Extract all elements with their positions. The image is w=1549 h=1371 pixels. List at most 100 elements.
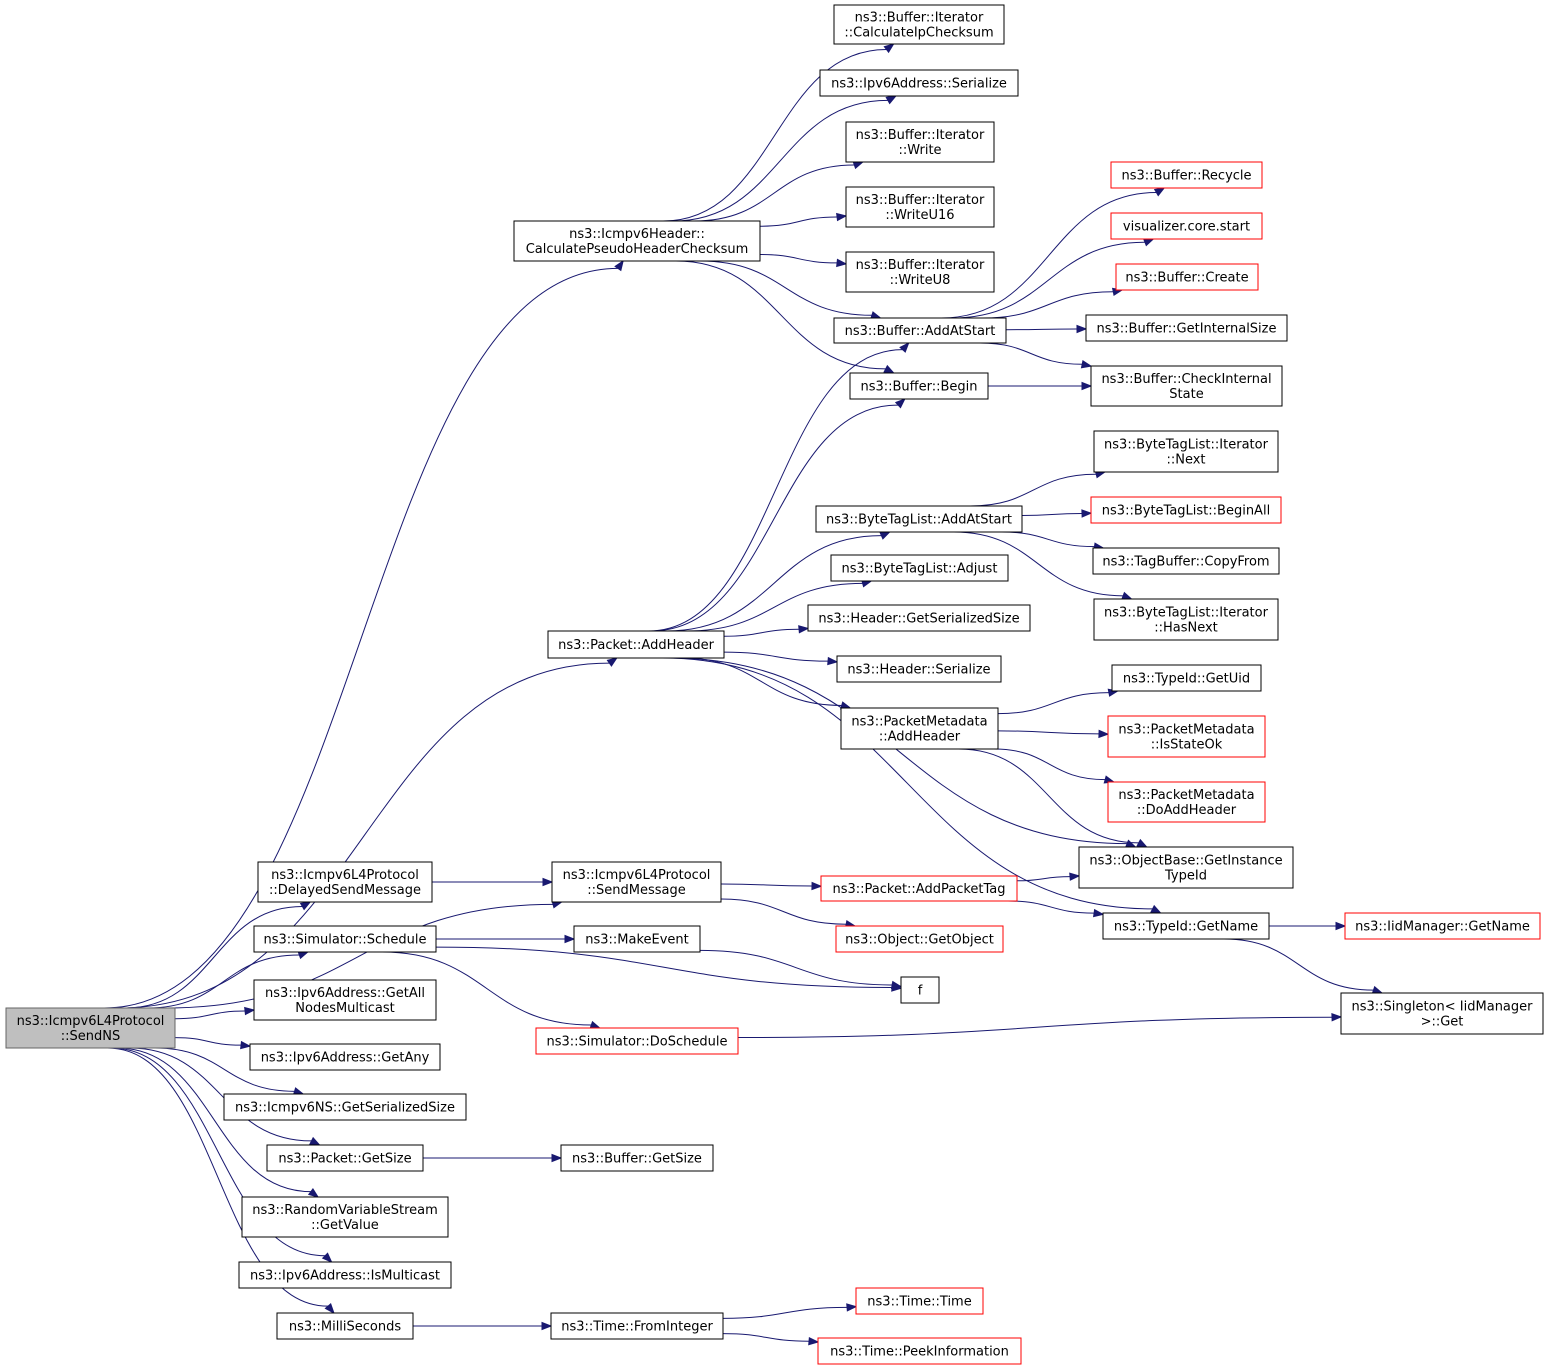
call-edge-bufaddat-to-bufcheck <box>980 342 1093 369</box>
node-label: ns3::Buffer::GetInternalSize <box>1097 322 1277 337</box>
node-box <box>573 925 701 953</box>
node-box <box>855 1287 984 1315</box>
edge-line <box>997 730 1100 735</box>
node-ismulti[interactable]: ns3::Ipv6Address::IsMulticast <box>238 1261 452 1289</box>
edge-line <box>107 1047 329 1307</box>
node-pmstateok[interactable]: ns3::PacketMetadata::IsStateOk <box>1107 715 1266 758</box>
node-peekinfo[interactable]: ns3::Time::PeekInformation <box>817 1337 1022 1365</box>
node-box <box>1344 912 1541 940</box>
node-makeevent[interactable]: ns3::MakeEvent <box>573 925 701 953</box>
call-edge-sendns-to-millis <box>107 1047 335 1315</box>
node-label: ns3::Buffer::Begin <box>860 380 977 395</box>
call-edge-addpkttag-to-typename <box>1007 900 1105 918</box>
edge-line <box>681 657 842 706</box>
node-bufbegin[interactable]: ns3::Buffer::Begin <box>849 372 989 400</box>
node-frominteger[interactable]: ns3::Time::FromInteger <box>550 1312 724 1340</box>
call-edge-addpkttag-to-objinst <box>1016 872 1081 882</box>
node-label: ns3::Packet::AddPacketTag <box>832 882 1005 897</box>
node-pktaddheader[interactable]: ns3::Packet::AddHeader <box>547 630 725 659</box>
edge-line <box>699 949 893 986</box>
node-box <box>1085 314 1288 342</box>
node-bufinternal[interactable]: ns3::Buffer::GetInternalSize <box>1085 314 1288 342</box>
node-pmdoadd[interactable]: ns3::PacketMetadata::DoAddHeader <box>1107 781 1266 823</box>
arrowhead-icon <box>1081 509 1093 518</box>
call-edge-btladdat-to-btlbeginall <box>1021 509 1093 518</box>
node-singleton[interactable]: ns3::Singleton< IidManager >::Get <box>1340 992 1544 1035</box>
node-pktsize[interactable]: ns3::Packet::GetSize <box>266 1144 424 1172</box>
edge-line <box>759 253 838 264</box>
node-label: ns3::Singleton< IidManager <box>1351 1000 1533 1015</box>
node-typename[interactable]: ns3::TypeId::GetName <box>1102 912 1270 940</box>
node-iterwu8[interactable]: ns3::Buffer::Iterator::WriteU8 <box>845 251 995 293</box>
arrowhead-icon <box>1125 839 1137 848</box>
edge-line <box>125 905 303 1009</box>
node-iterwrite[interactable]: ns3::Buffer::Iterator::Write <box>845 121 995 163</box>
node-iidname[interactable]: ns3::IidManager::GetName <box>1344 912 1541 940</box>
edge-line <box>737 1016 1333 1039</box>
node-bufsize[interactable]: ns3::Buffer::GetSize <box>560 1144 714 1172</box>
node-rvsvalue[interactable]: ns3::RandomVariableStream::GetValue <box>241 1196 449 1238</box>
node-bufcreate[interactable]: ns3::Buffer::Create <box>1115 263 1259 291</box>
call-edge-sendns-to-allnodes <box>174 1006 256 1020</box>
node-millis[interactable]: ns3::MilliSeconds <box>276 1312 414 1340</box>
arrowhead-icon <box>883 364 895 374</box>
node-getany[interactable]: ns3::Ipv6Address::GetAny <box>249 1043 441 1071</box>
node-hdrser[interactable]: ns3::Header::Serialize <box>836 655 1002 683</box>
node-label: ns3::Icmpv6L4Protocol <box>563 868 711 883</box>
node-vizstart[interactable]: visualizer.core.start <box>1110 212 1263 240</box>
node-label: CalculatePseudoHeaderChecksum <box>526 242 749 257</box>
call-edge-pmaddheader-to-typeuid <box>997 688 1120 715</box>
node-btlbeginall[interactable]: ns3::ByteTagList::BeginAll <box>1090 496 1282 524</box>
node-btlhasnext[interactable]: ns3::ByteTagList::Iterator::HasNext <box>1093 598 1279 641</box>
edge-line <box>997 692 1109 715</box>
node-typeuid[interactable]: ns3::TypeId::GetUid <box>1111 664 1262 692</box>
node-box <box>550 1312 724 1340</box>
node-box <box>276 1312 414 1340</box>
node-delayed[interactable]: ns3::Icmpv6L4Protocol::DelayedSendMessag… <box>257 861 433 903</box>
edge-line <box>951 241 1145 319</box>
node-addpkttag[interactable]: ns3::Packet::AddPacketTag <box>820 875 1018 902</box>
node-label: ns3::Icmpv6L4Protocol <box>271 868 419 883</box>
node-label: ns3::ByteTagList::Iterator <box>1104 438 1269 453</box>
function-nodes: ns3::Icmpv6L4Protocol::SendNSns3::Icmpv6… <box>5 4 1544 1365</box>
node-sendmsg[interactable]: ns3::Icmpv6L4Protocol::SendMessage <box>551 861 722 903</box>
node-btladjust[interactable]: ns3::ByteTagList::Adjust <box>830 554 1009 582</box>
edge-line <box>1021 513 1083 517</box>
edge-line <box>982 291 1114 319</box>
node-pmaddheader[interactable]: ns3::PacketMetadata::AddHeader <box>840 707 999 750</box>
node-bufaddat[interactable]: ns3::Buffer::AddAtStart <box>833 317 1007 344</box>
edge-line <box>147 954 300 1009</box>
node-getobject[interactable]: ns3::Object::GetObject <box>835 925 1004 953</box>
edge-line <box>722 1306 848 1319</box>
node-f[interactable]: f <box>900 976 940 1004</box>
node-sendns[interactable]: ns3::Icmpv6L4Protocol::SendNS <box>5 1007 176 1049</box>
arrowhead-icon <box>542 877 554 887</box>
node-cphc[interactable]: ns3::Icmpv6Header::CalculatePseudoHeader… <box>513 220 761 262</box>
node-calcip[interactable]: ns3::Buffer::Iterator::CalculateIpChecks… <box>833 4 1005 45</box>
node-box <box>845 251 995 293</box>
call-edge-frominteger-to-timetime <box>722 1303 858 1319</box>
node-timetime[interactable]: ns3::Time::Time <box>855 1287 984 1315</box>
node-bufrecycle[interactable]: ns3::Buffer::Recycle <box>1110 161 1263 189</box>
node-box <box>535 1027 739 1055</box>
node-label: ns3::Object::GetObject <box>845 933 994 948</box>
node-nssize[interactable]: ns3::Icmpv6NS::GetSerializedSize <box>223 1093 467 1121</box>
arrowhead-icon <box>899 341 910 353</box>
node-btliternext[interactable]: ns3::ByteTagList::Iterator::Next <box>1093 430 1279 473</box>
arrowhead-icon <box>798 625 810 634</box>
arrowhead-icon <box>879 531 891 540</box>
node-ipv6ser[interactable]: ns3::Ipv6Address::Serialize <box>819 69 1019 97</box>
node-iterwu16[interactable]: ns3::Buffer::Iterator::WriteU16 <box>845 186 995 228</box>
call-edges <box>104 43 1384 1346</box>
call-edge-sendns-to-getany <box>174 1037 252 1050</box>
node-label: ns3::ByteTagList::Iterator <box>1104 606 1269 621</box>
node-btladdat[interactable]: ns3::ByteTagList::AddAtStart <box>815 505 1023 533</box>
node-schedule[interactable]: ns3::Simulator::Schedule <box>253 925 437 953</box>
call-edge-pktaddheader-to-objinst <box>669 657 1137 848</box>
node-tagcopy[interactable]: ns3::TagBuffer::CopyFrom <box>1092 547 1280 575</box>
node-hdrsize[interactable]: ns3::Header::GetSerializedSize <box>807 604 1031 632</box>
node-doschedule[interactable]: ns3::Simulator::DoSchedule <box>535 1027 739 1055</box>
